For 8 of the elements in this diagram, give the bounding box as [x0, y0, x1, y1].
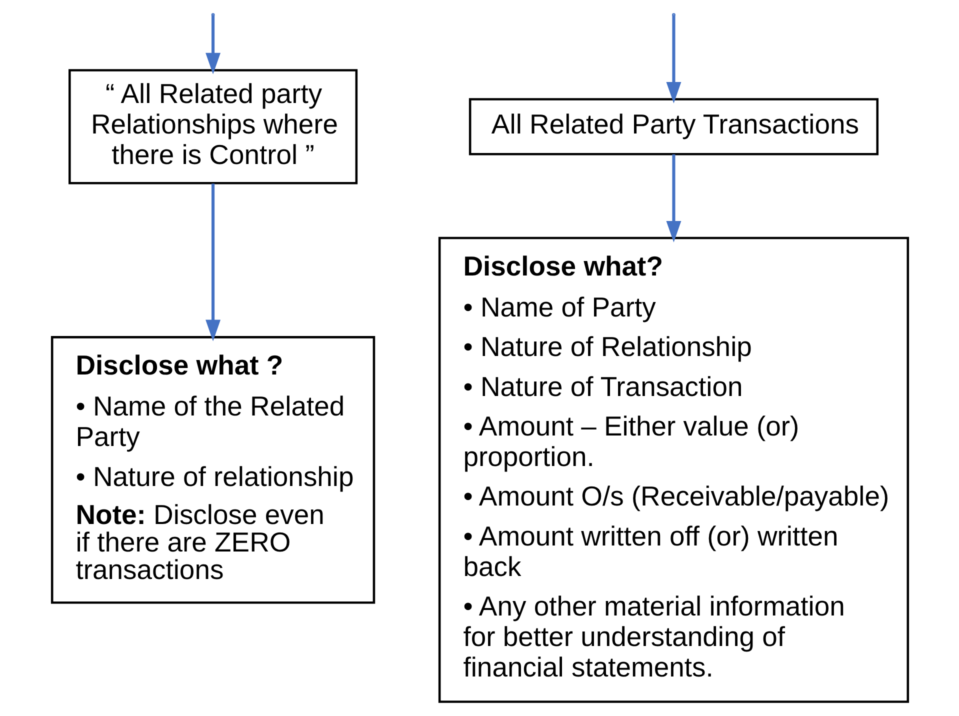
node-box: “ All Related party Relationships where there is Control ”: [68, 69, 358, 184]
node-box: Disclose what? • Name of Party • Nature of Relationship • Nature of Transaction • Amount – Either value (or) proportion. • Amount O/s (Receivable/payable) • Amount written off (or) written back • Any other material information for better understanding of financial statements.: [438, 236, 909, 703]
arrow: [666, 154, 681, 242]
arrow: [205, 15, 220, 74]
node-box: Disclose what ? • Name of the Related Party • Nature of relationship Note: Disclose even if there are ZERO transactions: [50, 336, 375, 604]
arrow: [205, 184, 220, 342]
arrow: [666, 15, 681, 104]
node-box: All Related Party Transactions: [468, 98, 878, 156]
